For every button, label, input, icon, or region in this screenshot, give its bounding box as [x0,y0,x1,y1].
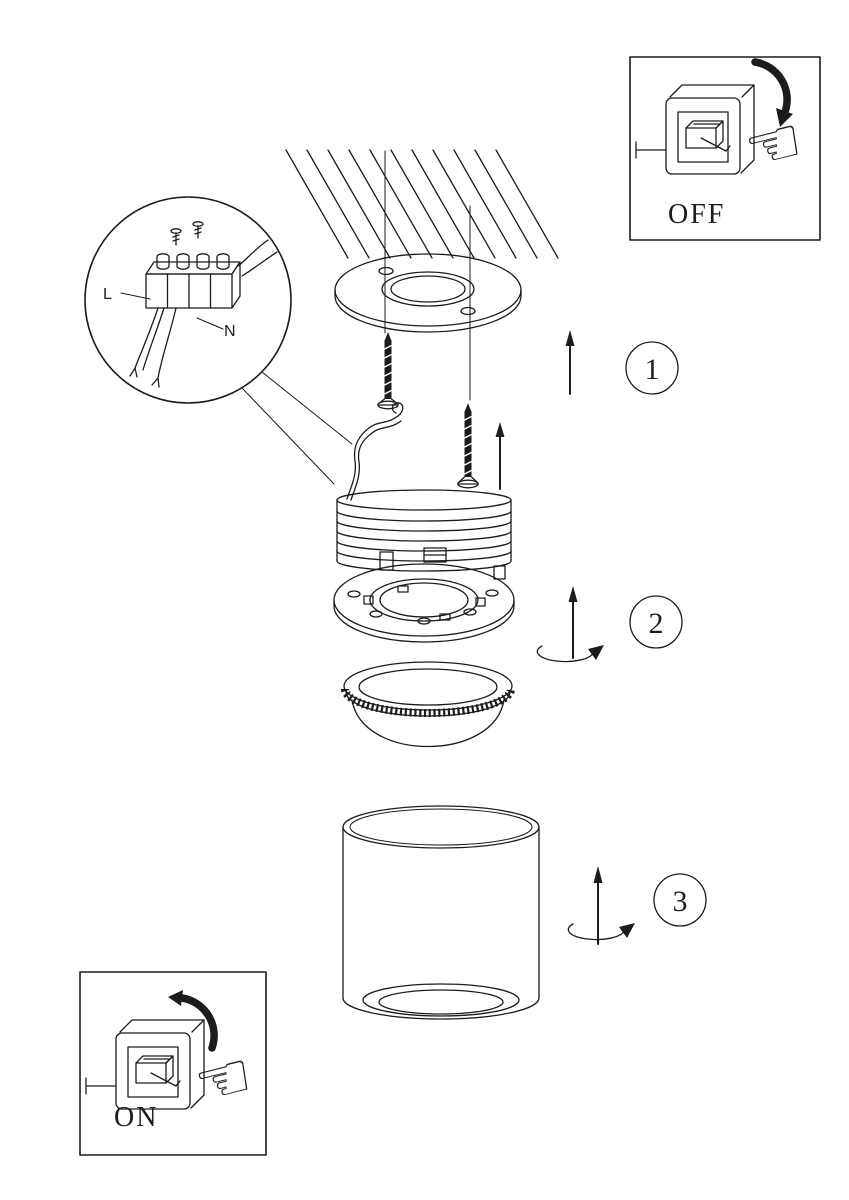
ceiling-hatch [285,149,559,401]
switch-off-panel: ☜ OFF [629,56,821,241]
neutral-label-leader [196,317,224,330]
step-1-number: 1 [645,353,660,386]
lamp [341,661,515,747]
step-1-arrow [565,330,575,395]
on-panel-frame [79,971,267,1156]
magnifier-circle [84,196,292,404]
switch-on-label: ON [114,1102,158,1133]
lamp-dome [351,699,505,747]
step-2-arrow [536,586,604,663]
mounting-plate [334,253,522,333]
light-switch [665,84,755,175]
step-3-arrow [567,866,635,945]
holder-flange [333,563,515,637]
wire-hook [391,402,404,417]
wall-stub [635,141,667,159]
callout-leader-lines [241,371,353,485]
screw-hole-right [460,306,476,316]
wire-neutral-label: N [224,323,236,340]
wall-stub [85,1077,117,1095]
switch-off-label: OFF [668,199,725,230]
light-switch [115,1019,205,1110]
shade-cylinder [342,805,540,1020]
line-label-leader [120,292,151,300]
lamp-holder [333,489,515,643]
mains-cable [346,402,404,501]
step-2-badge: 2 [629,595,683,649]
screw-up-arrow [495,422,505,490]
shade-opening [362,983,520,1017]
spring-clip-right [493,565,506,580]
shade-lens [378,989,504,1015]
pointing-hand-icon: ☜ [187,1038,261,1124]
knurled-rim [341,688,515,717]
switch-on-panel: ☜ ON [79,971,267,1156]
step-3-number: 3 [673,885,688,918]
rotation-arrow [536,645,594,663]
screw-hole-left [378,266,394,276]
mounting-screw-right [457,403,479,489]
switch-lever [700,137,731,152]
flip-down-arrow [751,58,791,116]
flip-up-arrow [178,994,218,1052]
step-2-number: 2 [649,607,664,640]
terminal-wires [129,239,278,388]
spring-clip-left [379,551,394,571]
off-panel-frame [629,56,821,241]
rotation-arrow [567,923,625,941]
wiring-detail-callout: L N [84,196,353,485]
step-3-badge: 3 [653,873,707,927]
socket-ring-outer [369,578,479,622]
step-1-badge: 1 [625,341,679,395]
mounting-screw-left [377,332,399,410]
switch-lever [150,1072,181,1087]
terminal-block [145,253,241,309]
pointing-hand-icon: ☜ [737,103,811,189]
wire-line-label: L [103,286,112,303]
terminal-screws [170,221,204,246]
socket-ring-inner [379,582,469,618]
